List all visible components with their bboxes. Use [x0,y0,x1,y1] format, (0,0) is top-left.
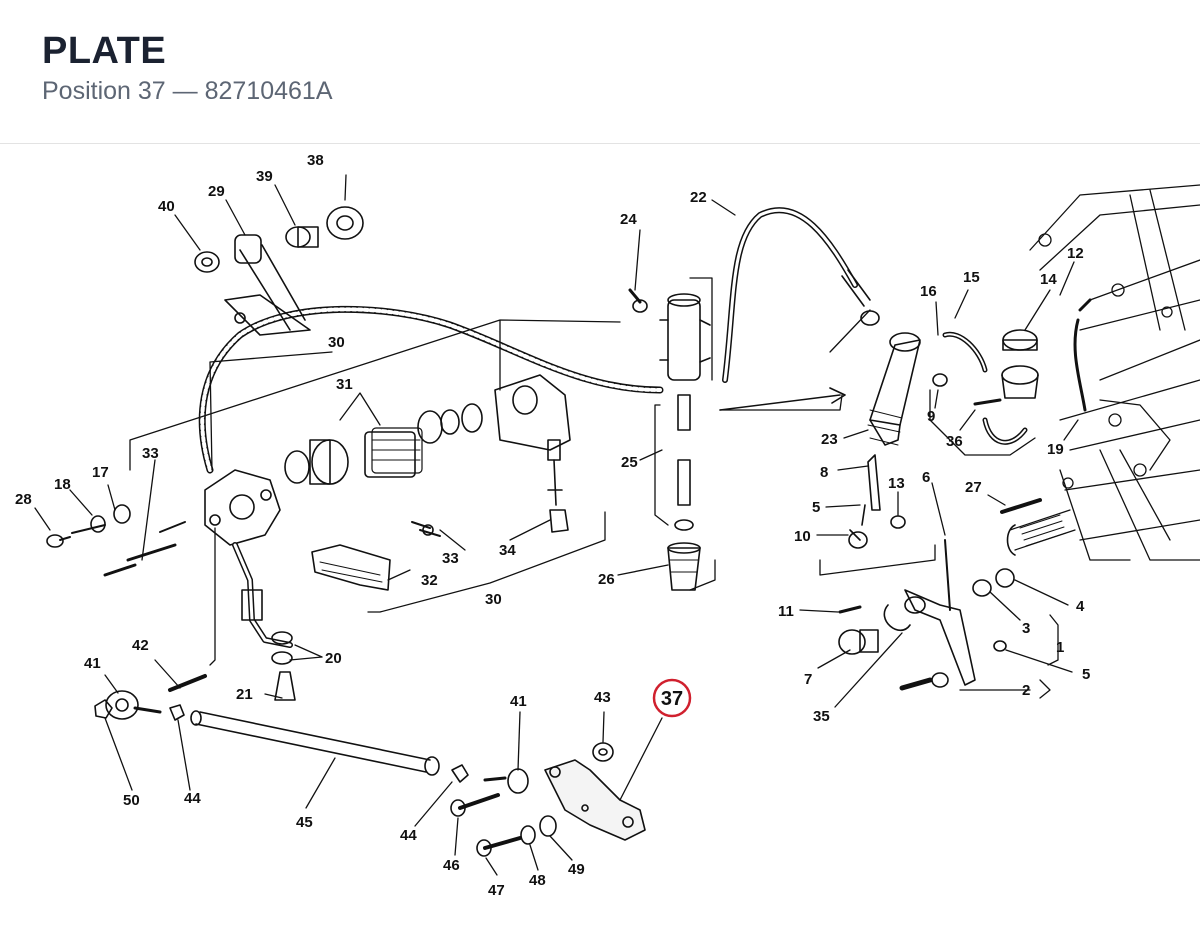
callout-37-highlight[interactable]: 37 [652,678,692,718]
callout-34: 34 [499,542,516,559]
callout-32: 32 [421,572,438,589]
highlight-ring [652,678,692,718]
callout-37: 37 [661,688,683,710]
caliper-assembly [284,374,571,533]
page-title: PLATE [42,30,167,72]
callout-6: 6 [922,469,930,486]
callout-25: 25 [621,454,638,471]
callout-2: 2 [1022,682,1030,699]
callout-24: 24 [620,211,637,228]
group-brackets [129,277,1059,699]
callout-42: 42 [132,637,149,654]
callout-40: 40 [158,198,175,215]
callout-50: 50 [123,792,140,809]
callout-36: 36 [946,433,963,450]
callout-11: 11 [778,603,794,620]
callout-41-right: 41 [510,693,527,710]
callout-33-left: 33 [142,445,159,462]
brake-pedal [838,454,1076,691]
callout-8: 8 [820,464,828,481]
callout-12: 12 [1067,245,1084,262]
callout-35: 35 [813,708,830,725]
pushrod [190,710,440,776]
rod-end-left [94,674,207,721]
callout-41-left: 41 [84,655,101,672]
leader-lines [34,174,1079,876]
callout-30-top: 30 [328,334,345,351]
callout-46: 46 [443,857,460,874]
plate-37-part [544,759,646,841]
callout-38: 38 [307,152,324,169]
pad-holder [311,544,391,591]
callout-28: 28 [15,491,32,508]
callout-21: 21 [236,686,253,703]
callout-7: 7 [804,671,812,688]
callout-20: 20 [325,650,342,667]
callout-47: 47 [488,882,505,899]
page-header: PLATE Position 37 — 82710461A [0,0,1200,144]
callout-29: 29 [208,183,225,200]
callout-43: 43 [594,689,611,706]
callout-15: 15 [963,269,980,286]
callout-5-upper: 5 [812,499,820,516]
callout-27: 27 [965,479,982,496]
parts-diagram: 38 39 29 40 30 31 33 17 18 28 33 34 32 3… [0,144,1200,935]
callout-23: 23 [821,431,838,448]
callout-19: 19 [1047,441,1064,458]
callout-22: 22 [690,189,707,206]
callout-5-lower: 5 [1082,666,1090,683]
callout-1: 1 [1056,639,1064,656]
callout-45: 45 [296,814,313,831]
callout-48: 48 [529,872,546,889]
callout-39: 39 [256,168,273,185]
callout-16: 16 [920,283,937,300]
master-cylinder-left [46,469,293,648]
bushing-group [194,206,364,336]
page-subtitle: Position 37 — 82710461A [42,77,333,105]
callout-30-bottom: 30 [485,591,502,608]
callout-labels: 38 39 29 40 30 31 33 17 18 28 33 34 32 3… [15,152,1090,899]
callout-17: 17 [92,464,109,481]
frame-drawing [1029,184,1200,561]
callout-44-left: 44 [184,790,201,807]
reservoir-assembly [628,288,711,591]
callout-44-right: 44 [400,827,417,844]
callout-33-mid: 33 [442,550,459,567]
callout-13: 13 [888,475,905,492]
callout-18: 18 [54,476,71,493]
callout-9: 9 [927,408,935,425]
callout-49: 49 [568,861,585,878]
callout-31: 31 [336,376,353,393]
rear-master-cylinder [860,298,1092,446]
callout-3: 3 [1022,620,1030,637]
callout-10: 10 [794,528,811,545]
callout-4: 4 [1076,598,1085,615]
callout-14: 14 [1040,271,1057,288]
callout-26: 26 [598,571,615,588]
